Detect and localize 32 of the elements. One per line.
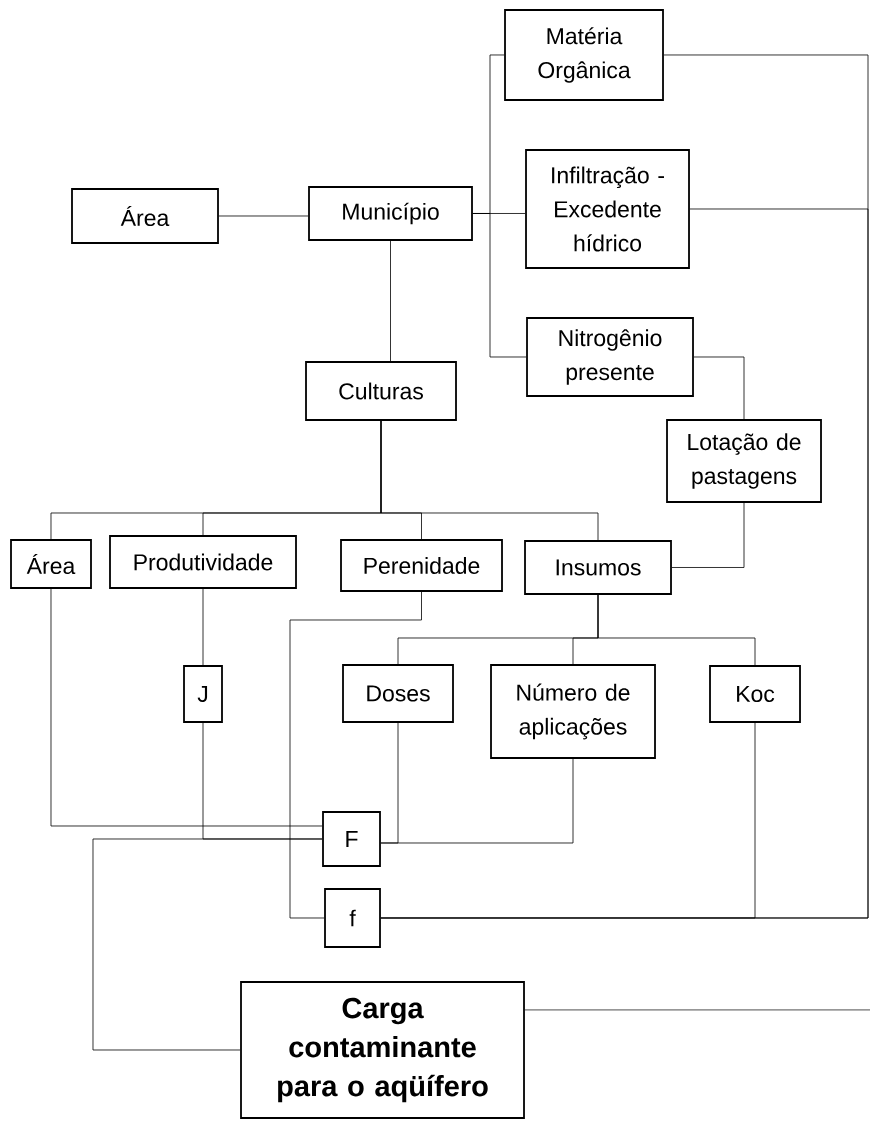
process-box: Culturas xyxy=(305,361,457,421)
connector-line xyxy=(218,215,309,217)
process-box: Área xyxy=(71,188,219,244)
process-box: J xyxy=(183,665,223,723)
connector-line xyxy=(671,502,745,568)
process-box: Matéria Orgânica xyxy=(504,9,664,101)
connector-line xyxy=(380,758,574,844)
connector-line xyxy=(390,240,391,362)
process-box: Perenidade xyxy=(340,539,503,592)
process-box: Insumos xyxy=(524,540,672,595)
process-box: Produtividade xyxy=(109,535,297,589)
connector-line xyxy=(50,588,323,827)
process-box: Infiltração - Excedente hídrico xyxy=(525,149,690,269)
process-box: Lotação de pastagens xyxy=(666,419,822,503)
connector-line xyxy=(380,420,599,541)
connector-line xyxy=(92,838,323,1051)
connector-line xyxy=(289,591,422,919)
connector-line xyxy=(524,1009,870,1011)
process-box: Koc xyxy=(709,665,801,723)
process-box: Nitrogênio presente xyxy=(526,317,694,397)
process-box: Número de aplicações xyxy=(490,664,656,759)
connector-line xyxy=(693,356,745,420)
process-box: Município xyxy=(308,186,473,241)
process-box: Área xyxy=(10,539,92,589)
process-box: Doses xyxy=(342,664,454,723)
process-box: Carga contaminante para o aqüífero xyxy=(240,981,525,1119)
connector-line xyxy=(202,588,204,666)
connector-line xyxy=(597,594,756,666)
connector-line xyxy=(380,208,869,919)
connector-line xyxy=(472,213,527,358)
process-box: F xyxy=(322,811,381,867)
process-box: f xyxy=(324,888,381,948)
